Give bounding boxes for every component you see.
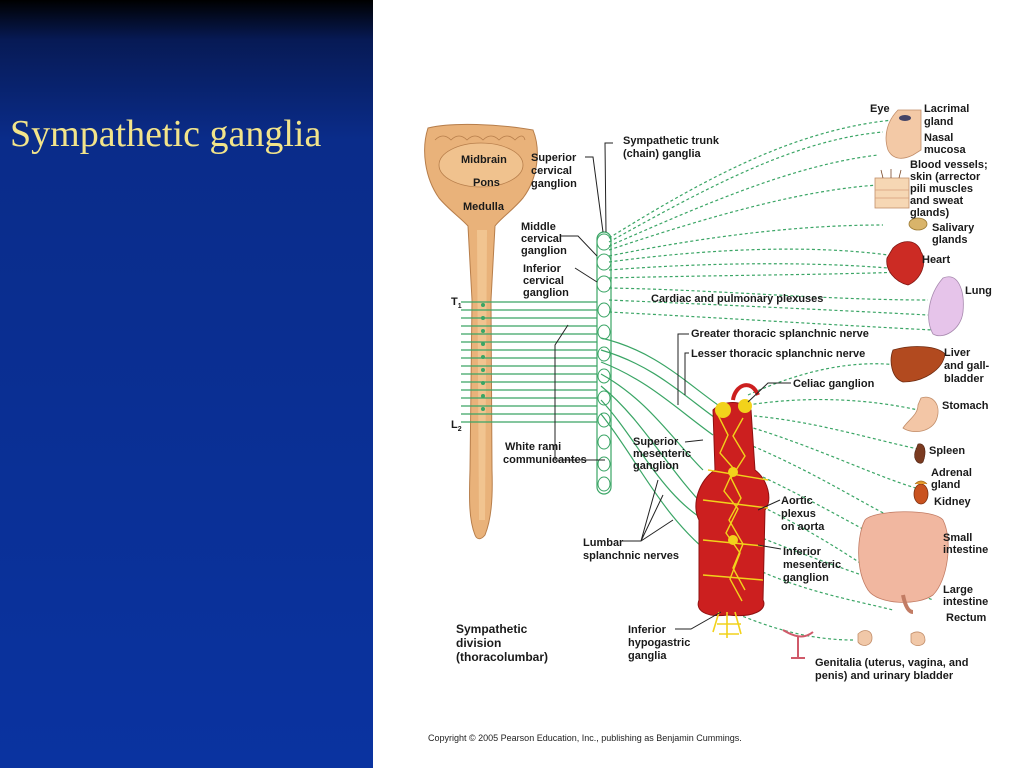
stomach-label: Stomach [942,400,989,412]
organ-lung [928,276,964,337]
organ-stomach [902,396,939,433]
organ-skin [874,169,910,209]
organ-uterus [782,629,814,659]
aorta [695,402,770,617]
organ-bladder [910,631,926,646]
greater-splanchnic-label: Greater thoracic splanchnic nerve [691,328,869,340]
aortic-plexus-label: Aortic plexus on aorta [781,495,825,533]
pons-label: Pons [473,177,500,189]
celiac-branch [731,383,760,401]
lung-label: Lung [965,285,992,297]
leader-lines [554,142,791,630]
cord-segment-dots [481,303,485,411]
spleen-label: Spleen [929,445,965,457]
organ-rectum [901,594,914,614]
rectum-label: Rectum [946,612,987,624]
cardiac-pulmonary-label: Cardiac and pulmonary plexuses [651,293,823,305]
organ-heart [886,241,925,286]
sympathetic-trunk-label: Sympathetic trunk (chain) ganglia [623,135,722,160]
postganglionic-fibers-upper [608,119,934,331]
inferior-mesenteric-label: Inferior mesenteric ganglion [783,546,844,584]
liver-label: Liver and gall- bladder [944,347,992,385]
blood-vessels-label: Blood vessels; skin (arrector pili muscl… [910,159,991,219]
inferior-cervical-label: Inferior cervical ganglion [523,263,569,299]
inferior-hypogastric-label: Inferior hypogastric ganglia [628,624,693,662]
organ-liver [890,346,946,383]
white-rami-label: White rami communicantes [503,441,587,466]
eye-label: Eye [870,103,890,115]
medulla-label: Medulla [463,201,505,213]
organ-eye-face [885,109,922,159]
superior-cervical-label: Superior cervical ganglion [531,152,579,190]
diagram-panel: Midbrain Pons Medulla T1 L2 [373,0,1024,768]
brain-region [438,142,524,188]
hypogastric-plexus [712,611,742,638]
title-panel: Sympathetic ganglia [0,0,373,768]
sympathetic-division-diagram: Midbrain Pons Medulla T1 L2 [424,103,992,743]
brain-and-spinal-cord: Midbrain Pons Medulla [424,123,538,540]
salivary-label: Salivary glands [932,222,977,246]
lesser-splanchnic-label: Lesser thoracic splanchnic nerve [691,348,865,360]
aorta-with-plexus [695,383,770,638]
brain-folds [434,135,526,141]
organ-adrenal [914,480,928,485]
copyright-text: Copyright © 2005 Pearson Education, Inc.… [428,733,742,743]
t1-label: T1 [451,296,462,310]
lacrimal-label: Lacrimal gland [924,103,972,128]
kidney-label: Kidney [934,496,972,508]
celiac-ganglion-label: Celiac ganglion [793,378,875,390]
organ-salivary-gland [908,217,928,231]
superior-mesenteric-label: Superior mesenteric ganglion [633,436,694,472]
preganglionic-fibers [461,301,601,423]
middle-cervical-label: Middle cervical ganglion [521,221,567,257]
adrenal-label: Adrenal gland [931,467,975,491]
organ-intestines [858,511,949,603]
division-label: Sympathetic division (thoracolumbar) [456,622,548,664]
organ-kidney [913,483,929,505]
midbrain-label: Midbrain [461,154,507,166]
organ-spleen [914,443,926,464]
slide-title: Sympathetic ganglia [10,113,322,155]
heart-label: Heart [922,254,950,266]
large-intestine-label: Large intestine [943,584,988,608]
genitalia-label: Genitalia (uterus, vagina, and penis) an… [815,657,972,682]
small-intestine-label: Small intestine [943,532,988,556]
lumbar-splanchnic-label: Lumbar splanchnic nerves [583,537,679,562]
l2-label: L2 [451,419,462,433]
organ-penis [857,630,873,646]
nasal-label: Nasal mucosa [924,132,966,156]
